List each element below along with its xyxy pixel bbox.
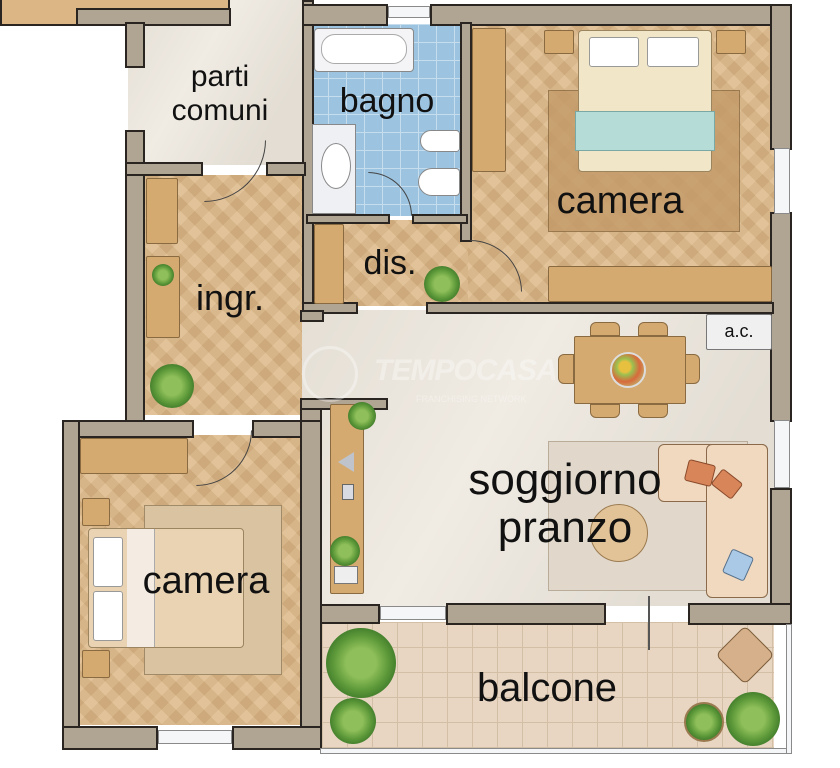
wall-camera2-left bbox=[62, 420, 80, 750]
ac-label: a.c. bbox=[724, 321, 754, 341]
plant-balcone-large bbox=[326, 628, 396, 698]
wall-right-camera-lower bbox=[770, 212, 792, 422]
label-ingresso: ingr. bbox=[195, 277, 265, 318]
plant-ingresso bbox=[150, 364, 194, 408]
window-camera-second bbox=[158, 730, 232, 744]
folded-sheet bbox=[127, 529, 155, 647]
washbasin bbox=[312, 124, 356, 214]
cabinet-dis bbox=[314, 224, 344, 304]
nightstand-right bbox=[716, 30, 746, 54]
window-soggiorno bbox=[774, 420, 790, 488]
dresser-camera2 bbox=[80, 438, 188, 474]
label-parti-comuni: parti comuni bbox=[171, 60, 269, 127]
dining-chair bbox=[638, 404, 668, 418]
watermark-logo-icon bbox=[302, 346, 358, 402]
double-bed-camera2 bbox=[88, 528, 244, 648]
window-camera-master bbox=[774, 148, 790, 214]
wall-parti-left-upper bbox=[125, 22, 145, 68]
watermark-brand: TEMPOCASA bbox=[374, 354, 558, 387]
watermark-tagline: FRANCHISING NETWORK bbox=[416, 394, 527, 404]
wall-top-parti bbox=[76, 8, 231, 26]
label-bagno: bagno bbox=[339, 82, 435, 120]
wall-camera2-right bbox=[300, 420, 322, 750]
plant-ingresso-small bbox=[152, 264, 174, 286]
wall-top-camera bbox=[430, 4, 772, 26]
balcony-railing bbox=[320, 748, 792, 754]
dining-chair bbox=[590, 322, 620, 336]
dining-chair bbox=[638, 322, 668, 336]
wall-bagno-bottom-left bbox=[306, 214, 390, 224]
dining-chair bbox=[590, 404, 620, 418]
dresser-master bbox=[548, 266, 772, 302]
plant-tv-top bbox=[348, 402, 376, 430]
wall-camera2-bottom-left bbox=[62, 726, 158, 750]
wall-camera2-top-right bbox=[252, 420, 304, 438]
bidet bbox=[420, 130, 460, 152]
cabinet-ingresso bbox=[146, 178, 178, 244]
glass-partition bbox=[648, 596, 650, 650]
wall-parti-bottom-right bbox=[266, 162, 306, 176]
speaker-icon bbox=[338, 452, 354, 472]
plant-dis bbox=[424, 266, 460, 302]
wall-soggiorno-bottom-right bbox=[688, 603, 792, 625]
wall-bagno-bottom-right bbox=[412, 214, 468, 224]
device-box bbox=[342, 484, 354, 500]
console-ingresso bbox=[146, 256, 180, 338]
wall-camera-bottom bbox=[426, 302, 774, 314]
watermark: TEMPOCASA FRANCHISING NETWORK bbox=[296, 340, 558, 410]
pillow bbox=[589, 37, 639, 67]
wall-parti-bottom-left bbox=[125, 162, 203, 176]
wall-soggiorno-bottom-mid bbox=[446, 603, 606, 625]
wall-bagno-camera bbox=[460, 22, 472, 242]
plant-bush bbox=[726, 692, 780, 746]
dining-chair bbox=[558, 354, 574, 384]
dining-chair bbox=[684, 354, 700, 384]
balcony-railing-side bbox=[786, 624, 792, 754]
label-balcone: balcone bbox=[476, 666, 618, 710]
label-camera-master: camera bbox=[556, 180, 684, 222]
pillow bbox=[93, 537, 123, 587]
wall-right-camera-upper bbox=[770, 4, 792, 150]
pillow bbox=[647, 37, 699, 67]
nightstand-bottom bbox=[82, 650, 110, 678]
wall-ingr-soggiorno bbox=[300, 310, 324, 322]
window-bagno bbox=[388, 6, 430, 18]
fruit-bowl bbox=[610, 352, 646, 388]
window-balcone-door bbox=[380, 606, 446, 620]
plant-tv-bottom bbox=[330, 536, 360, 566]
label-soggiorno-pranzo: soggiorno pranzo bbox=[468, 455, 662, 552]
ac-unit: a.c. bbox=[706, 314, 772, 350]
nightstand-left bbox=[544, 30, 574, 54]
plant-balcone-small bbox=[330, 698, 376, 744]
label-dis: dis. bbox=[363, 244, 417, 282]
bathtub bbox=[314, 28, 414, 72]
toilet bbox=[418, 168, 460, 196]
nightstand-top bbox=[82, 498, 110, 526]
picture-frame bbox=[334, 566, 358, 584]
label-camera-second: camera bbox=[142, 560, 270, 602]
plant-pot-round bbox=[684, 702, 724, 742]
coffee-table bbox=[590, 504, 648, 562]
parti-comuni-floor bbox=[128, 0, 304, 165]
pillow bbox=[93, 591, 123, 641]
wall-soggiorno-bottom-left bbox=[320, 604, 380, 624]
double-bed bbox=[575, 30, 715, 172]
wall-top-bagno bbox=[302, 4, 388, 26]
wardrobe-master bbox=[472, 28, 506, 172]
wall-camera2-bottom-right bbox=[232, 726, 322, 750]
wall-camera2-top-left bbox=[62, 420, 194, 438]
bed-runner bbox=[575, 111, 715, 151]
